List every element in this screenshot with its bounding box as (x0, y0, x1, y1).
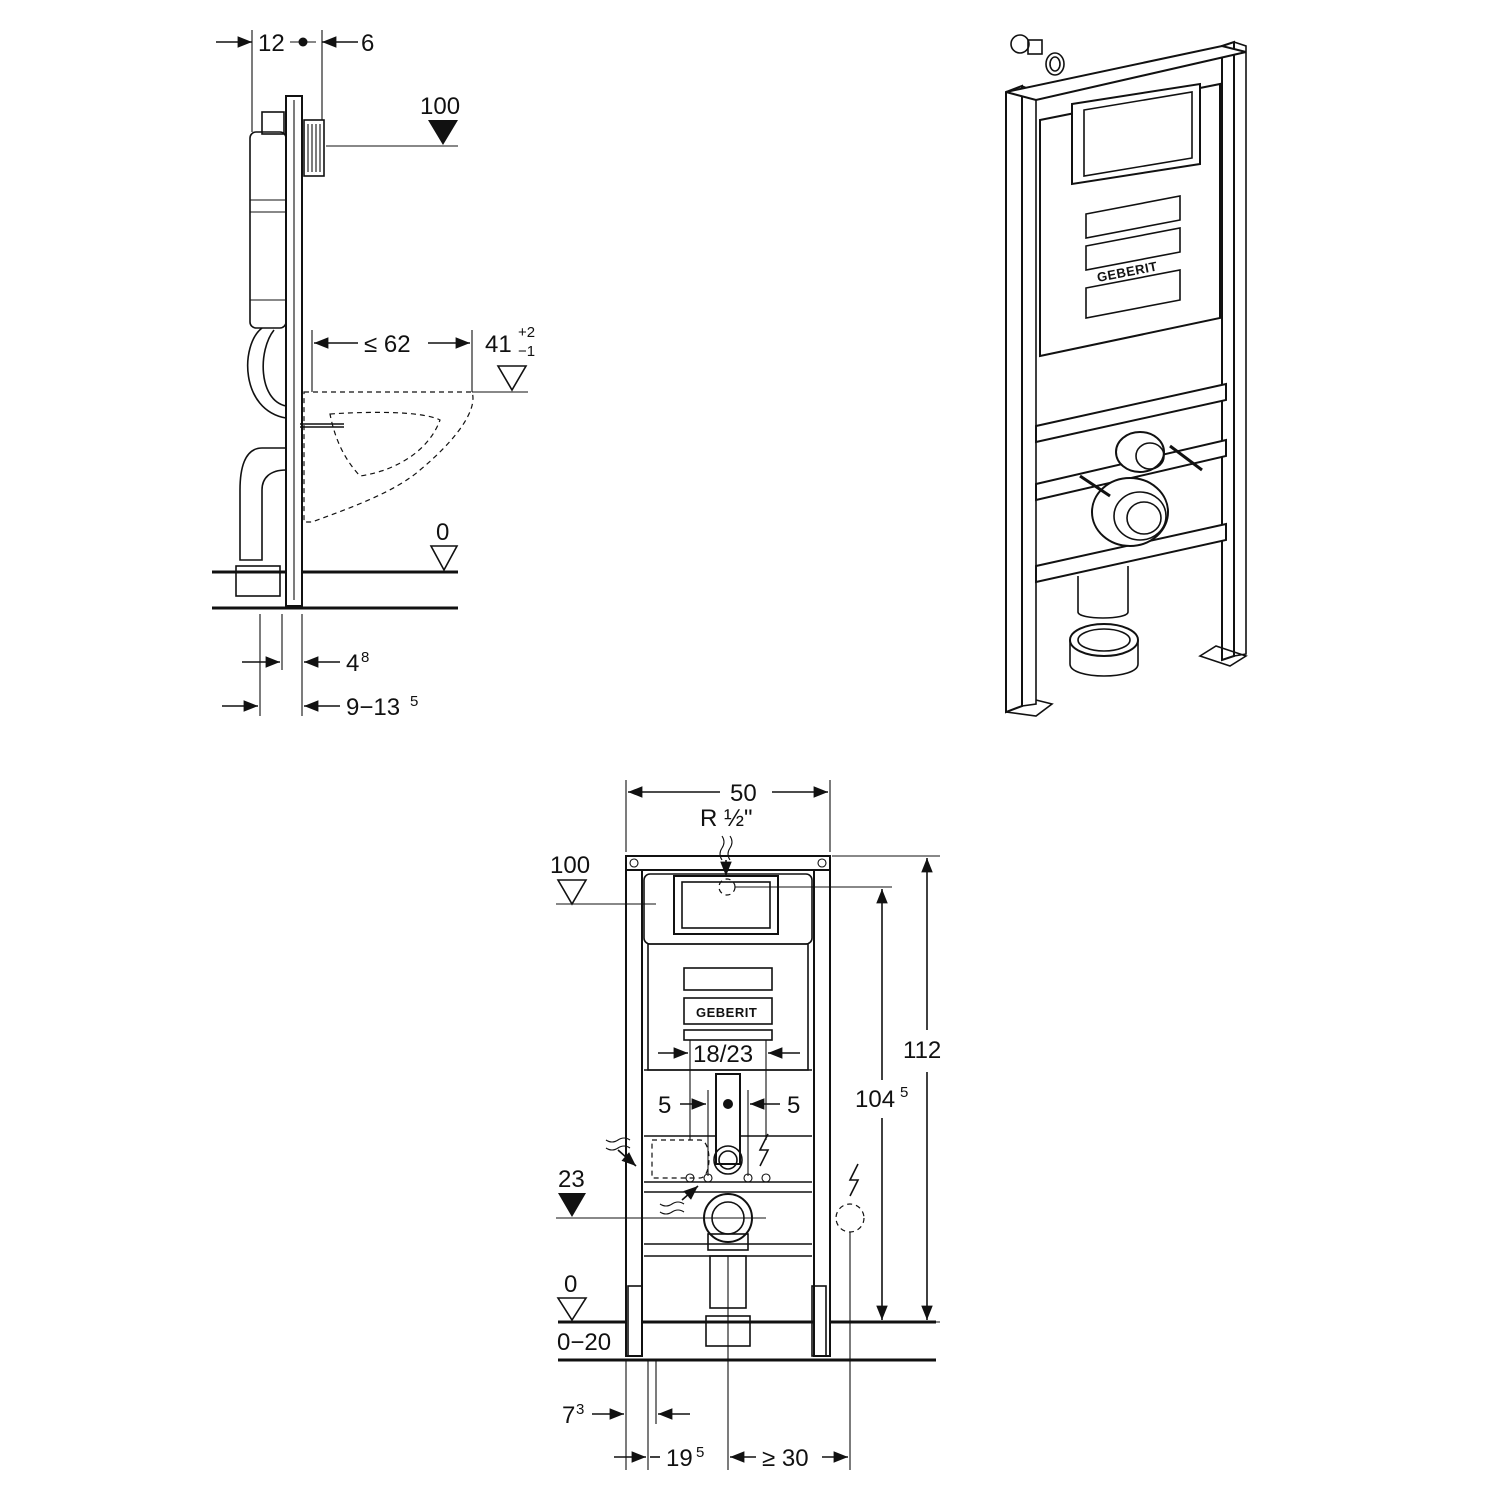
level-41-label: 41 (485, 331, 512, 358)
dim-7-sup: 3 (576, 1401, 584, 1418)
dim-9-13-label: 9−13 (346, 694, 400, 721)
dim-19-sup: 5 (696, 1444, 704, 1461)
actuator-plate (303, 119, 325, 177)
flush-bend (246, 327, 287, 419)
thread-label: R ½" (700, 805, 753, 832)
seal-ring (1045, 52, 1065, 76)
cistern-body (249, 131, 287, 329)
iso-left-post (1005, 84, 1023, 714)
electrical-outlet-point (835, 1203, 865, 1233)
level-41-tol-plus: +2 (518, 324, 535, 341)
iso-drain-connector (1091, 477, 1169, 547)
front-level-23-marker (558, 1193, 586, 1217)
dim-18-23-label: 18/23 (693, 1041, 753, 1068)
dim-50-label: 50 (730, 780, 757, 807)
isometric-view: GEBERIT (1005, 34, 1248, 717)
dim-6-label: 6 (361, 30, 374, 57)
wc-pan-outline (303, 391, 474, 523)
dim-4-label: 4 (346, 650, 359, 677)
front-brand-logo: GEBERIT (696, 1005, 757, 1020)
drain-bend (239, 447, 287, 561)
level-100-label: 100 (420, 93, 460, 120)
dim-12-label: 12 (258, 30, 285, 57)
front-level-23-label: 23 (558, 1166, 585, 1193)
dim-112-label: 112 (903, 1037, 941, 1064)
dim-4-sup: 8 (361, 649, 369, 666)
water-wave-icon-bottom (659, 1201, 685, 1215)
dim-104-label: 104 (855, 1086, 895, 1113)
level-100-marker (428, 120, 458, 145)
level-41-marker (496, 365, 528, 392)
iso-crossbar-upper (1035, 382, 1227, 444)
water-wave-icon-left (605, 1137, 631, 1151)
iso-crossbar-lower (1035, 522, 1227, 584)
dim-7-label: 7 (562, 1402, 575, 1429)
dim-le62-label: ≤ 62 (364, 331, 411, 358)
electrical-icon (758, 1133, 770, 1167)
iso-inspection-opening (1071, 82, 1201, 186)
dim-5-left-label: 5 (658, 1092, 671, 1119)
water-supply-icon (719, 835, 733, 861)
electrical-outlet-icon (848, 1163, 860, 1197)
front-level-0-label: 0 (564, 1271, 577, 1298)
dim-9-13-sup: 5 (410, 693, 418, 710)
level-41-tol-minus: −1 (518, 343, 535, 360)
inspection-opening (673, 875, 779, 935)
dim-5-right-label: 5 (787, 1092, 800, 1119)
dim-ge30-label: ≥ 30 (762, 1445, 809, 1472)
front-level-100-label: 100 (550, 852, 590, 879)
side-view: 12 6 100 ≤ 62 41 +2 −1 0 4 8 9−13 5 (212, 30, 535, 721)
front-right-post (813, 855, 831, 1357)
dim-19-label: 19 (666, 1445, 693, 1472)
front-level-100-marker (556, 879, 588, 906)
iso-right-post (1221, 40, 1235, 662)
front-level-0-marker (556, 1297, 588, 1322)
front-view: GEBERIT 50 R ½" (550, 780, 941, 1472)
drain-pipe-end (235, 565, 281, 597)
front-top-rail (625, 855, 831, 871)
water-connector (1010, 34, 1030, 54)
level-0-label: 0 (436, 519, 449, 546)
iso-top-rail (1005, 44, 1247, 102)
dim-104-sup: 5 (900, 1084, 908, 1101)
axis-dot (298, 37, 308, 47)
dim-0-20-label: 0−20 (557, 1329, 611, 1356)
level-0-marker (429, 545, 459, 572)
front-left-post (625, 855, 643, 1357)
